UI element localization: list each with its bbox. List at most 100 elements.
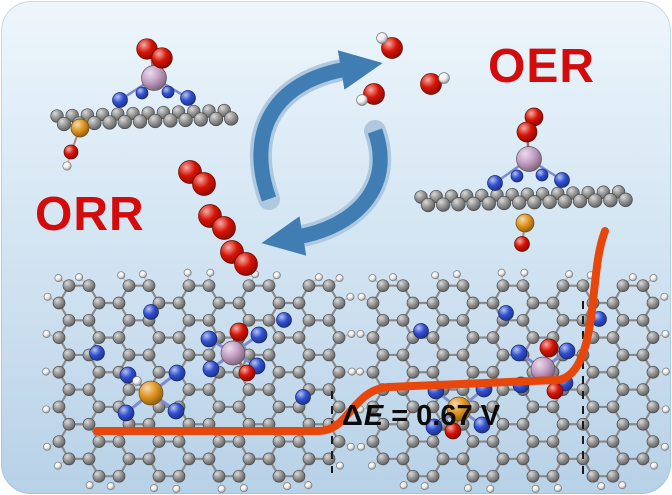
delta-e-value: = 0.67 V bbox=[391, 400, 501, 432]
carbon-gray-atom bbox=[556, 313, 570, 327]
nitrogen-blue-atom bbox=[119, 366, 137, 384]
carbon-gray-atom bbox=[636, 348, 650, 362]
hydrogen-white-atom bbox=[661, 405, 670, 414]
carbon-gray-atom bbox=[542, 194, 557, 209]
carbon-gray-atom bbox=[152, 435, 166, 448]
carbon-gray-atom bbox=[526, 435, 540, 448]
carbon-gray-atom bbox=[52, 400, 66, 414]
carbon-gray-atom bbox=[406, 400, 420, 414]
side-view-structure-right bbox=[414, 107, 633, 252]
carbon-gray-atom bbox=[376, 313, 390, 327]
hydrogen-white-atom bbox=[357, 292, 366, 301]
carbon-gray-atom bbox=[636, 313, 650, 327]
nitrogen-blue-atom bbox=[558, 342, 576, 360]
carbon-gray-atom bbox=[526, 296, 540, 310]
carbon-gray-atom bbox=[292, 469, 306, 483]
o2-sphere bbox=[234, 252, 258, 276]
delta-e-annotation: ΔE= 0.67 V bbox=[342, 402, 500, 431]
carbon-gray-atom bbox=[616, 348, 630, 362]
hydrogen-white-atom bbox=[346, 442, 355, 451]
carbon-gray-atom bbox=[302, 452, 316, 466]
carbon-gray-atom bbox=[82, 279, 96, 293]
carbon-gray-atom bbox=[182, 348, 196, 362]
carbon-gray-atom bbox=[606, 296, 620, 310]
hydrogen-white-atom bbox=[53, 461, 62, 470]
carbon-gray-atom bbox=[486, 400, 500, 414]
hydrogen-white-atom bbox=[132, 376, 142, 386]
hydrogen-white-atom bbox=[356, 367, 364, 376]
carbon-gray-atom bbox=[262, 383, 276, 396]
carbon-gray-atom bbox=[486, 435, 500, 448]
carbon-gray-atom bbox=[322, 313, 336, 327]
nitrogen-blue-atom bbox=[168, 364, 186, 382]
water-oxygen bbox=[420, 73, 442, 95]
carbon-gray-atom bbox=[302, 279, 316, 293]
carbon-gray-atom bbox=[396, 313, 410, 327]
carbon-gray-atom bbox=[606, 469, 620, 483]
o2-sphere bbox=[212, 216, 236, 240]
cycle-arrow-down bbox=[261, 128, 388, 256]
carbon-gray-atom bbox=[603, 193, 618, 208]
carbon-gray-atom bbox=[616, 452, 630, 466]
nitrogen-blue-atom bbox=[535, 168, 549, 182]
nitrogen-blue-atom bbox=[89, 345, 105, 361]
carbon-gray-atom bbox=[122, 348, 136, 362]
carbon-gray-atom bbox=[292, 296, 306, 310]
hydrogen-white-atom bbox=[42, 329, 51, 338]
carbon-gray-atom bbox=[526, 331, 540, 344]
metal-pink-atom bbox=[516, 146, 542, 172]
carbon-gray-atom bbox=[212, 469, 226, 483]
carbon-gray-atom bbox=[556, 417, 570, 431]
oxygen-red-atom bbox=[229, 322, 249, 342]
oxygen-red-atom bbox=[514, 236, 530, 252]
hydrogen-white-atom bbox=[650, 461, 659, 470]
orr-label: ORR bbox=[35, 188, 145, 241]
carbon-gray-atom bbox=[546, 400, 560, 414]
carbon-gray-atom bbox=[152, 469, 166, 483]
carbon-gray-atom bbox=[616, 279, 630, 293]
carbon-gray-atom bbox=[466, 365, 480, 379]
carbon-gray-atom bbox=[202, 313, 216, 327]
carbon-gray-atom bbox=[172, 296, 186, 310]
nitrogen-blue-atom bbox=[413, 323, 429, 339]
carbon-gray-atom bbox=[82, 417, 96, 431]
nitrogen-blue-atom bbox=[180, 90, 196, 106]
carbon-gray-atom bbox=[62, 417, 76, 431]
nitrogen-blue-atom bbox=[554, 172, 570, 188]
carbon-gray-atom bbox=[292, 365, 306, 379]
hydrogen-white-atom bbox=[367, 461, 376, 470]
carbon-gray-atom bbox=[62, 452, 76, 466]
carbon-gray-atom bbox=[496, 195, 512, 211]
carbon-gray-atom bbox=[426, 296, 440, 310]
carbon-gray-atom bbox=[202, 279, 216, 293]
carbon-gray-atom bbox=[272, 435, 286, 448]
carbon-gray-atom bbox=[636, 383, 650, 396]
carbon-gray-atom bbox=[456, 452, 470, 466]
hydrogen-white-atom bbox=[42, 405, 51, 414]
carbon-gray-atom bbox=[646, 365, 660, 379]
carbon-gray-atom bbox=[232, 469, 246, 483]
carbon-gray-atom bbox=[82, 452, 96, 466]
hydrogen-white-atom bbox=[531, 484, 540, 493]
nitrogen-blue-atom bbox=[143, 304, 159, 320]
carbon-gray-atom bbox=[426, 331, 440, 344]
carbon-gray-atom bbox=[606, 331, 620, 344]
carbon-gray-atom bbox=[616, 313, 630, 327]
hydrogen-white-atom bbox=[420, 482, 429, 491]
o2-sphere bbox=[192, 172, 216, 196]
hydrogen-white-atom bbox=[357, 442, 366, 451]
carbon-gray-atom bbox=[481, 196, 496, 211]
carbon-gray-atom bbox=[646, 400, 660, 414]
carbon-gray-atom bbox=[636, 417, 650, 431]
carbon-gray-atom bbox=[546, 435, 560, 448]
oxygen-red-atom bbox=[539, 338, 559, 358]
carbon-gray-atom bbox=[122, 452, 136, 466]
carbon-gray-atom bbox=[456, 279, 470, 293]
carbon-gray-atom bbox=[396, 417, 410, 431]
carbon-gray-atom bbox=[436, 452, 450, 466]
hydrogen-white-atom bbox=[183, 268, 192, 277]
carbon-gray-atom bbox=[456, 348, 470, 362]
oxygen-molecules bbox=[178, 160, 258, 276]
carbon-gray-atom bbox=[112, 435, 126, 448]
